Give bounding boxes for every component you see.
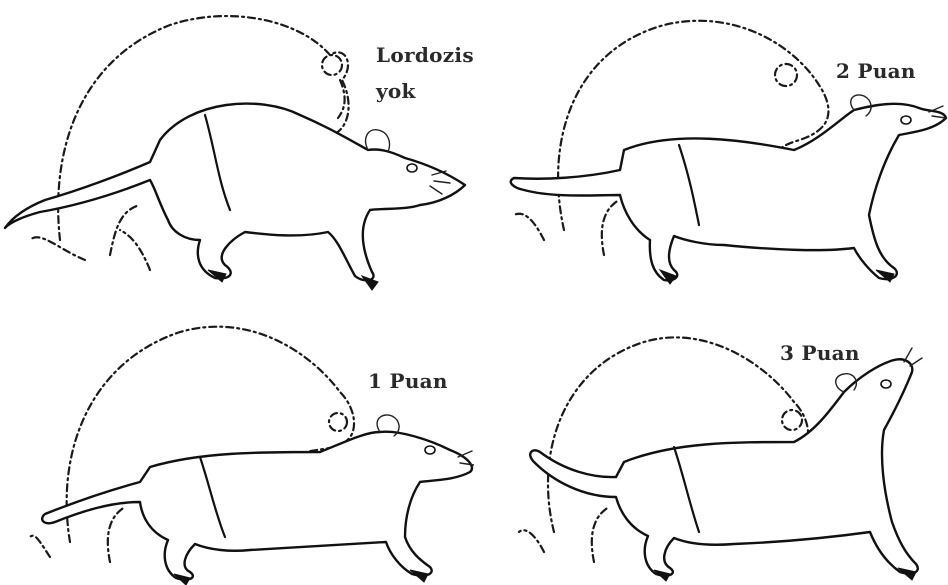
panel-score-3 — [474, 292, 948, 585]
female-rat-solid — [511, 95, 946, 284]
panel-score-1 — [0, 292, 474, 585]
label-no-lordosis-line2: yok — [376, 78, 416, 104]
label-no-lordosis-line1: Lordozis — [376, 42, 474, 68]
label-score-1: 1 Puan — [368, 368, 448, 394]
female-rat-solid — [42, 415, 474, 585]
label-score-2: 2 Puan — [836, 58, 916, 84]
female-rat-solid — [5, 104, 465, 290]
label-score-3: 3 Puan — [780, 340, 860, 366]
female-rat-solid — [530, 348, 922, 581]
panel-score-2 — [474, 0, 948, 292]
